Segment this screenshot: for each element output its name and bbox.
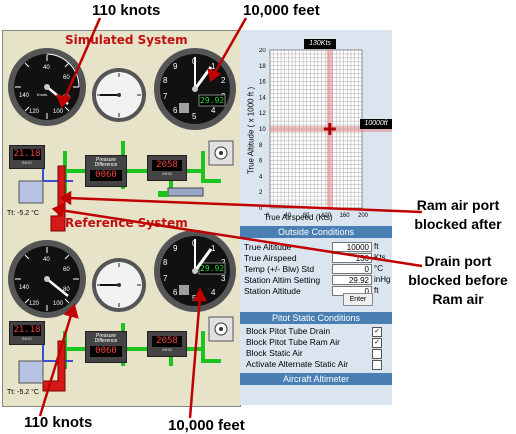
- svg-text:7: 7: [163, 92, 168, 101]
- svg-text:8: 8: [163, 258, 168, 267]
- pressure-difference-simulated: Pressure Difference 0060: [85, 155, 127, 187]
- y-tick-label: 20: [259, 48, 266, 54]
- condition-unit: ft: [374, 242, 379, 251]
- svg-text:100: 100: [53, 301, 64, 307]
- outside-conditions-title: Outside Conditions: [240, 226, 392, 238]
- svg-text:80: 80: [63, 287, 70, 293]
- y-tick-label: 8: [259, 143, 263, 149]
- y-tick-label: 2: [259, 190, 263, 196]
- x-tick-label: 120: [321, 213, 332, 218]
- y-tick-label: 6: [259, 159, 263, 165]
- reference-system-title: Reference System: [65, 216, 188, 230]
- y-tick-label: 16: [259, 80, 266, 86]
- condition-input[interactable]: 10000: [332, 242, 372, 252]
- svg-text:1: 1: [211, 62, 216, 71]
- vertical-speed-indicator-reference: [92, 258, 146, 312]
- pressure-display-simulated: 21.18 INHG: [9, 145, 45, 169]
- svg-text:4: 4: [211, 106, 216, 115]
- svg-text:5: 5: [192, 112, 197, 121]
- pitot-static-conditions-title: Pitot Static Conditions: [240, 312, 392, 324]
- condition-unit: °C: [374, 264, 383, 273]
- svg-text:3: 3: [221, 274, 226, 283]
- static-display-simulated: 2058 INHG: [147, 155, 187, 181]
- altitude-airspeed-plot[interactable]: 0 40 80 120 160 200 0 2 4 6 8 10 12 14 16 18 20: [240, 48, 392, 218]
- pressure-display-reference: 21.18 INHG: [9, 321, 45, 345]
- pitot-condition-label: Block Pitot Tube Drain: [246, 326, 331, 336]
- annotation-top-left: 110 knots: [92, 2, 161, 19]
- pitot-condition-checkbox[interactable]: ✓: [372, 327, 382, 337]
- enter-button[interactable]: Enter: [343, 293, 373, 306]
- svg-text:2: 2: [221, 76, 226, 85]
- svg-text:6: 6: [173, 288, 178, 297]
- svg-text:40: 40: [43, 65, 50, 71]
- pitot-condition-label: Activate Alternate Static Air: [246, 359, 349, 369]
- svg-text:8: 8: [163, 76, 168, 85]
- airspeed-unit-label: Knots: [37, 92, 47, 97]
- condition-label: True Airspeed: [244, 253, 297, 263]
- svg-text:9: 9: [173, 62, 178, 71]
- temp-simulated: Tt: -5.2 °C: [7, 210, 39, 217]
- pressure-difference-reference: Pressure Difference 0060: [85, 331, 127, 363]
- svg-text:100: 100: [53, 109, 64, 115]
- x-tick-label: 80: [303, 213, 310, 218]
- x-tick-label: 40: [284, 213, 291, 218]
- condition-label: Temp (+/- Blw) Std: [244, 264, 315, 274]
- svg-text:120: 120: [29, 109, 40, 115]
- pitot-condition-checkbox[interactable]: ✓: [372, 338, 382, 348]
- vertical-speed-indicator-simulated: [92, 68, 146, 122]
- svg-text:60: 60: [63, 267, 70, 273]
- y-tick-label: 10: [259, 127, 266, 133]
- pitot-condition-label: Block Static Air: [246, 348, 303, 358]
- plot-xlabel: True Airspeed (Kts): [264, 213, 333, 222]
- svg-text:9: 9: [173, 244, 178, 253]
- pitot-condition-label: Block Pitot Tube Ram Air: [246, 337, 341, 347]
- static-display-reference: 2058 INHG: [147, 331, 187, 357]
- x-tick-label: 160: [340, 213, 351, 218]
- x-tick-label: 0: [266, 213, 270, 218]
- pitot-condition-checkbox[interactable]: [372, 360, 382, 370]
- annotation-bottom-left: 110 knots: [24, 414, 93, 431]
- airspeed-readout: 130Kts: [304, 39, 336, 49]
- condition-input[interactable]: 0: [332, 264, 372, 274]
- x-tick-label: 200: [358, 213, 369, 218]
- pitot-condition-checkbox[interactable]: [372, 349, 382, 359]
- altitude-readout: 10000ft: [360, 119, 392, 129]
- condition-label: Station Altitude: [244, 286, 301, 296]
- kollsman-window-simulated: 29.92: [200, 96, 224, 105]
- simulated-system-title: Simulated System: [65, 33, 188, 47]
- svg-text:140: 140: [19, 93, 30, 99]
- condition-unit: ft: [374, 286, 379, 295]
- annotation-bottom-right: 10,000 feet: [168, 417, 245, 434]
- kollsman-window-reference: 29.92: [200, 264, 224, 273]
- svg-text:140: 140: [19, 285, 30, 291]
- annotation-drain-port: Drain port blocked before Ram air: [408, 253, 508, 307]
- condition-unit: Kts: [374, 253, 386, 262]
- condition-input[interactable]: 29.92: [332, 275, 372, 285]
- svg-text:60: 60: [63, 75, 70, 81]
- svg-text:7: 7: [163, 274, 168, 283]
- annotation-ram-air: Ram air port blocked after: [414, 197, 502, 232]
- y-tick-label: 12: [259, 111, 266, 117]
- airspeed-indicator-reference: 40 60 80 100 120 140: [8, 240, 86, 318]
- temp-reference: Tt: -5.2 °C: [7, 389, 39, 396]
- annotation-top-right: 10,000 feet: [243, 2, 320, 19]
- svg-text:40: 40: [43, 257, 50, 263]
- aircraft-altimeter-title: Aircraft Altimeter: [240, 373, 392, 385]
- y-tick-label: 4: [259, 174, 263, 180]
- condition-label: True Altitude: [244, 242, 292, 252]
- y-tick-label: 0: [259, 206, 263, 212]
- svg-text:120: 120: [29, 301, 40, 307]
- y-tick-label: 18: [259, 64, 266, 70]
- svg-text:6: 6: [173, 106, 178, 115]
- condition-unit: inHg: [374, 275, 391, 284]
- svg-text:4: 4: [211, 288, 216, 297]
- y-tick-label: 14: [259, 95, 266, 101]
- control-panel: 130Kts 0 40 80 120 160 200 0 2 4 6 8 10 12 14 16 18 20 1…: [240, 30, 392, 405]
- svg-text:1: 1: [211, 244, 216, 253]
- altimeter-reference: 012 345 678 9 29.92: [154, 230, 236, 312]
- condition-label: Station Altim Setting: [244, 275, 321, 285]
